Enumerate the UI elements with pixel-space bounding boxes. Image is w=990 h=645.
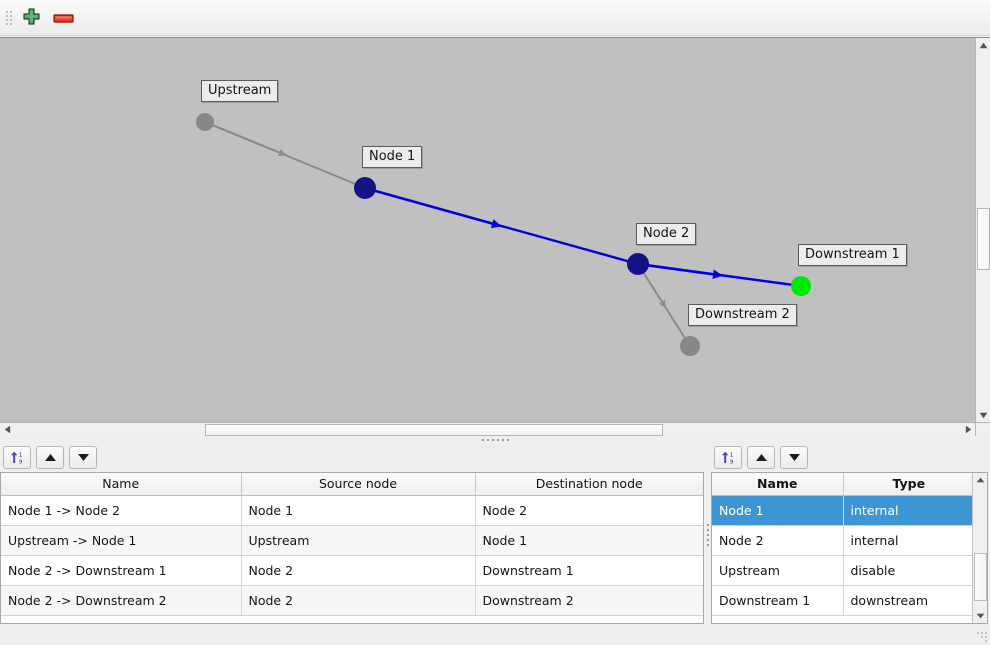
graph-hscroll-thumb[interactable]: [205, 424, 663, 436]
svg-text:1: 1: [19, 452, 22, 458]
graph-view[interactable]: Upstream Node 1 Node 2 Downstream 1 Down…: [0, 37, 990, 436]
graph-label-node1[interactable]: Node 1: [362, 146, 423, 168]
node-type[interactable]: internal: [843, 495, 974, 526]
edge-source[interactable]: Upstream: [241, 525, 476, 556]
graph-label-downstream1[interactable]: Downstream 1: [798, 244, 907, 266]
nodes-scroll-down-button[interactable]: [973, 609, 987, 623]
graph-label-upstream[interactable]: Upstream: [201, 80, 279, 102]
graph-edge-upstream-node1[interactable]: [204, 121, 366, 189]
vertical-splitter-grip-dots: [707, 524, 709, 546]
node-type[interactable]: downstream: [843, 585, 974, 616]
graph-node-node1[interactable]: [354, 177, 376, 199]
svg-text:9: 9: [19, 459, 22, 465]
edge-source[interactable]: Node 1: [241, 495, 476, 526]
table-row[interactable]: Upstream -> Node 1 Upstream Node 1: [1, 525, 703, 556]
edges-table-container[interactable]: Name Source node Destination node Node 1…: [0, 472, 704, 624]
edges-panel: 1 9 Name Source node Destination node: [0, 444, 706, 629]
edges-move-up-button[interactable]: [36, 445, 64, 469]
vertical-splitter[interactable]: [704, 470, 712, 600]
graph-label-downstream2[interactable]: Downstream 2: [688, 304, 797, 326]
splitter-grip-dots: [481, 439, 509, 441]
graph-node-downstream1[interactable]: [791, 276, 811, 296]
edges-panel-toolbar: 1 9: [0, 444, 706, 470]
graph-horizontal-scrollbar[interactable]: [0, 422, 975, 436]
graph-node-downstream2[interactable]: [680, 336, 700, 356]
nodes-scroll-thumb[interactable]: [974, 553, 987, 601]
table-row[interactable]: Downstream 1 downstream: [712, 585, 974, 616]
graph-canvas[interactable]: Upstream Node 1 Node 2 Downstream 1 Down…: [0, 38, 975, 423]
node-name[interactable]: Upstream: [712, 555, 844, 586]
nodes-scroll-up-button[interactable]: [973, 473, 987, 487]
scroll-down-button[interactable]: [976, 408, 990, 423]
toolbar-grip[interactable]: [4, 6, 14, 30]
node-name[interactable]: Downstream 1: [712, 585, 844, 616]
scroll-right-button[interactable]: [961, 423, 975, 436]
remove-node-button[interactable]: [48, 3, 78, 33]
graph-edges-layer: [204, 121, 802, 347]
edge-destination[interactable]: Node 2: [475, 495, 703, 526]
table-row[interactable]: Upstream disable: [712, 555, 974, 586]
nodes-col-name[interactable]: Name: [712, 473, 844, 496]
nodes-panel: 1 9 Name Type: [711, 444, 990, 629]
graph-node-upstream[interactable]: [196, 113, 214, 131]
edges-table-header-row: Name Source node Destination node: [1, 473, 703, 496]
node-type[interactable]: disable: [843, 555, 974, 586]
nodes-table-scrollbar[interactable]: [972, 473, 987, 623]
edge-name[interactable]: Upstream -> Node 1: [1, 525, 242, 556]
table-row[interactable]: Node 2 -> Downstream 2 Node 2 Downstream…: [1, 585, 703, 616]
table-row[interactable]: Node 2 internal: [712, 525, 974, 556]
table-row[interactable]: Node 1 internal: [712, 495, 974, 526]
graph-edge-node2-downstream2[interactable]: [637, 263, 691, 347]
edge-source[interactable]: Node 2: [241, 555, 476, 586]
svg-text:9: 9: [730, 459, 733, 465]
add-node-button[interactable]: [16, 3, 46, 33]
edges-table: Name Source node Destination node Node 1…: [1, 473, 703, 616]
horizontal-splitter[interactable]: [0, 436, 990, 444]
edge-destination[interactable]: Downstream 1: [475, 555, 703, 586]
edge-source[interactable]: Node 2: [241, 585, 476, 616]
node-name[interactable]: Node 1: [712, 495, 844, 526]
svg-text:1: 1: [730, 452, 733, 458]
table-row[interactable]: Node 1 -> Node 2 Node 1 Node 2: [1, 495, 703, 526]
scroll-left-button[interactable]: [0, 423, 14, 436]
nodes-table-header-row: Name Type: [712, 473, 974, 496]
edge-name[interactable]: Node 1 -> Node 2: [1, 495, 242, 526]
edge-destination[interactable]: Node 1: [475, 525, 703, 556]
edges-col-name[interactable]: Name: [1, 473, 242, 496]
graph-vertical-scrollbar[interactable]: [975, 38, 990, 423]
nodes-move-up-button[interactable]: [747, 445, 775, 469]
graph-edge-node2-downstream1[interactable]: [637, 262, 802, 288]
graph-node-node2[interactable]: [627, 253, 649, 275]
graph-vscroll-thumb[interactable]: [977, 208, 990, 270]
graph-label-node2[interactable]: Node 2: [636, 223, 697, 245]
edge-name[interactable]: Node 2 -> Downstream 1: [1, 555, 242, 586]
nodes-table-container[interactable]: Name Type Node 1 internal Node 2 interna…: [711, 472, 988, 624]
main-toolbar: [0, 0, 990, 36]
edge-name[interactable]: Node 2 -> Downstream 2: [1, 585, 242, 616]
graph-scroll-corner: [975, 422, 990, 436]
edges-move-down-button[interactable]: [69, 445, 97, 469]
window-resize-grip[interactable]: [977, 632, 987, 642]
nodes-panel-toolbar: 1 9: [711, 444, 990, 470]
nodes-col-type[interactable]: Type: [843, 473, 974, 496]
nodes-sort-button[interactable]: 1 9: [714, 445, 742, 469]
scroll-up-button[interactable]: [976, 38, 990, 53]
nodes-move-down-button[interactable]: [780, 445, 808, 469]
node-type[interactable]: internal: [843, 525, 974, 556]
edges-sort-button[interactable]: 1 9: [3, 445, 31, 469]
node-name[interactable]: Node 2: [712, 525, 844, 556]
edges-col-destination[interactable]: Destination node: [475, 473, 703, 496]
edges-col-source[interactable]: Source node: [241, 473, 476, 496]
table-row[interactable]: Node 2 -> Downstream 1 Node 2 Downstream…: [1, 555, 703, 586]
nodes-table: Name Type Node 1 internal Node 2 interna…: [712, 473, 974, 616]
graph-edge-node1-node2[interactable]: [364, 186, 639, 266]
edge-destination[interactable]: Downstream 2: [475, 585, 703, 616]
